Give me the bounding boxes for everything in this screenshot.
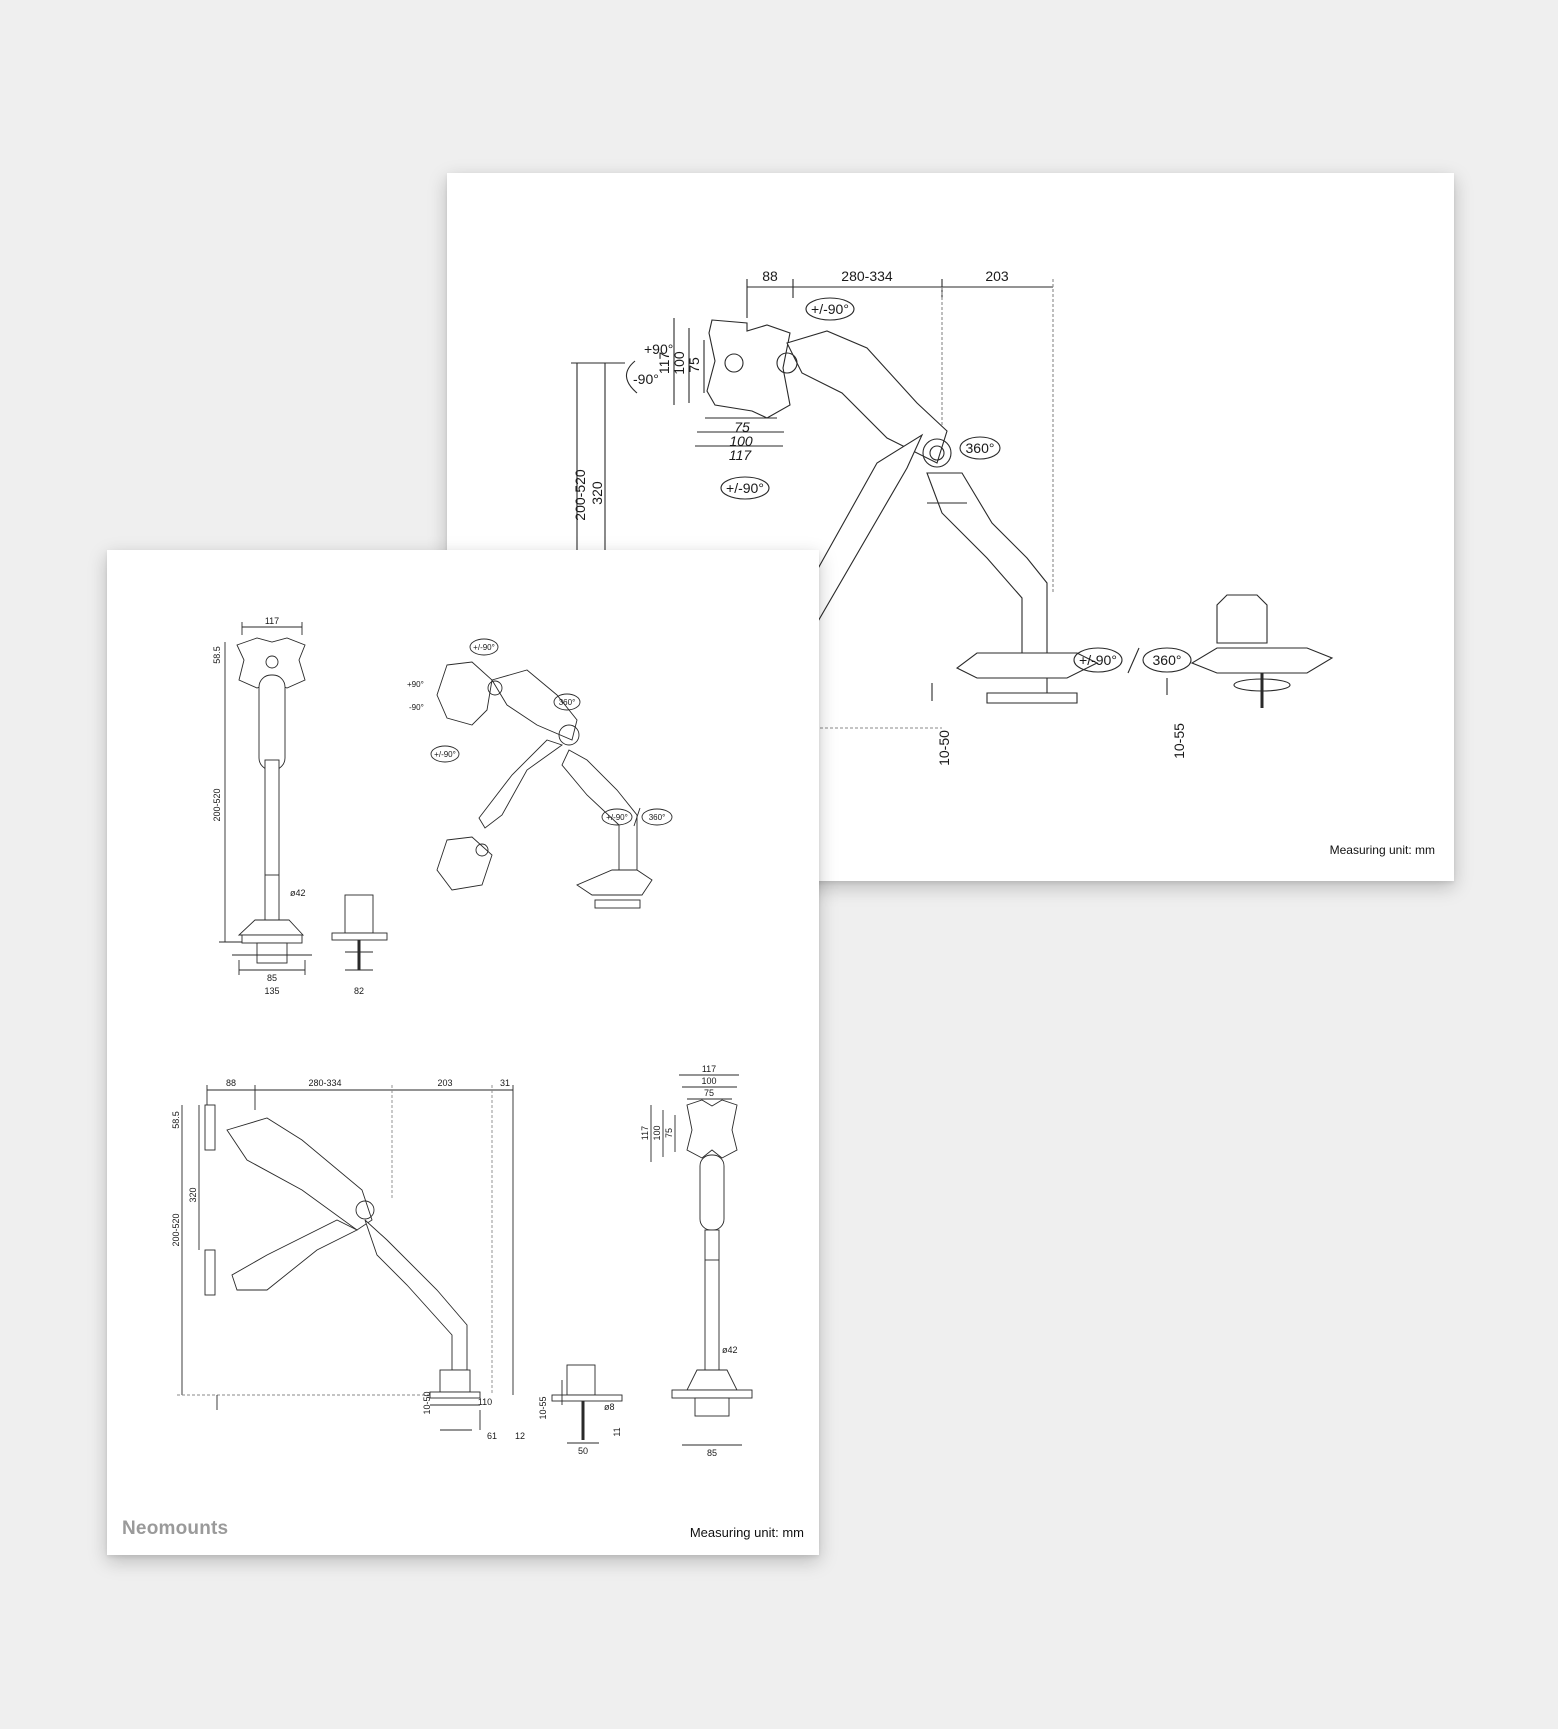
measuring-unit-note: Measuring unit: mm bbox=[1329, 843, 1435, 857]
iso-elbow-label: 360° bbox=[559, 698, 576, 707]
dim-117-horizontal: 117 bbox=[729, 447, 753, 463]
dim-10-55: 10-55 bbox=[1171, 723, 1187, 759]
dim-280-334: 280-334 bbox=[841, 268, 893, 284]
dim-88: 88 bbox=[762, 268, 778, 284]
elev-dim-203: 203 bbox=[437, 1078, 452, 1088]
base-swivel-indicator bbox=[1073, 647, 1123, 673]
vesa-plate bbox=[706, 319, 791, 419]
elev-dim-10-55: 10-55 bbox=[538, 1396, 548, 1419]
elev-dim-31: 31 bbox=[500, 1078, 510, 1088]
front-width-100: 100 bbox=[701, 1076, 716, 1086]
grommet-base bbox=[1190, 647, 1334, 674]
dim-200-520: 200-520 bbox=[572, 469, 588, 521]
elbow-rotate-label: 360° bbox=[966, 440, 995, 456]
side-width-82: 82 bbox=[354, 986, 364, 996]
dim-117-vertical: 117 bbox=[656, 352, 672, 375]
front-height-75: 75 bbox=[664, 1128, 674, 1138]
elev-dim-58-5: 58.5 bbox=[171, 1111, 181, 1129]
desk-clamp-base bbox=[955, 652, 1099, 679]
iso-view bbox=[430, 638, 673, 909]
dim-320: 320 bbox=[589, 481, 605, 505]
elevation-view bbox=[177, 1085, 623, 1444]
side-height-58-5: 58.5 bbox=[212, 646, 222, 664]
swivel-bottom-label: +/-90° bbox=[726, 480, 764, 496]
elev-dim-12: 12 bbox=[515, 1431, 525, 1441]
elev-dim-280-334: 280-334 bbox=[308, 1078, 341, 1088]
elev-dim-10-50: 10-50 bbox=[422, 1391, 432, 1414]
elev-dim-88: 88 bbox=[226, 1078, 236, 1088]
swivel-bottom-indicator bbox=[720, 476, 770, 500]
iso-base-rotate-label: 360° bbox=[649, 813, 666, 822]
measuring-unit-note: Measuring unit: mm bbox=[689, 1525, 804, 1540]
front-width-117: 117 bbox=[702, 1064, 716, 1074]
swivel-top-indicator bbox=[805, 297, 855, 321]
swivel-top-label: +/-90° bbox=[811, 301, 849, 317]
tilt-up-label: +90° bbox=[644, 341, 673, 357]
front-diameter-42: ø42 bbox=[722, 1345, 738, 1355]
front-drawing-sheet: 117 58.5 200-520 ø42 85 135 82 +/-90° +9… bbox=[107, 550, 819, 1555]
grommet-pole bbox=[1216, 594, 1268, 644]
side-width-117: 117 bbox=[265, 616, 279, 626]
dim-10-50: 10-50 bbox=[936, 730, 952, 766]
elev-dim-11: 11 bbox=[612, 1427, 622, 1436]
iso-swivel-low-label: +/-90° bbox=[434, 750, 456, 759]
iso-tilt-up-label: +90° bbox=[407, 680, 424, 689]
dim-203: 203 bbox=[985, 268, 1009, 284]
dim-100-horizontal: 100 bbox=[729, 433, 753, 449]
elev-dim-110: 110 bbox=[478, 1397, 492, 1407]
elev-dim-50: 50 bbox=[578, 1446, 588, 1456]
dim-75-horizontal: 75 bbox=[734, 419, 750, 435]
dim-100-vertical: 100 bbox=[671, 351, 687, 375]
side-height-200-520: 200-520 bbox=[212, 788, 222, 821]
dim-75-vertical: 75 bbox=[686, 357, 702, 373]
base-rotate-label: 360° bbox=[1153, 652, 1182, 668]
pole-curve bbox=[926, 472, 1048, 654]
side-view bbox=[219, 622, 388, 975]
front-width-75: 75 bbox=[704, 1088, 714, 1098]
side-width-135: 135 bbox=[264, 986, 279, 996]
side-diameter-42: ø42 bbox=[290, 888, 306, 898]
elev-dim-200-520: 200-520 bbox=[171, 1213, 181, 1246]
front-height-100: 100 bbox=[652, 1125, 662, 1140]
monitor-arm-technical-drawing: 117 58.5 200-520 ø42 85 135 82 +/-90° +9… bbox=[171, 616, 753, 1458]
iso-base-swivel-label: +/-90° bbox=[606, 813, 628, 822]
upper-arm bbox=[786, 330, 948, 464]
neomounts-logo: Neomounts bbox=[122, 1518, 229, 1539]
elbow-rotate-indicator bbox=[959, 436, 1001, 460]
iso-swivel-label: +/-90° bbox=[473, 643, 495, 652]
iso-tilt-down-label: -90° bbox=[409, 703, 424, 712]
side-width-85: 85 bbox=[267, 973, 277, 983]
base-swivel-label: +/-90° bbox=[1079, 652, 1117, 668]
elev-dim-61: 61 bbox=[487, 1431, 497, 1441]
front-view bbox=[650, 1074, 753, 1446]
front-height-117: 117 bbox=[640, 1126, 650, 1140]
elev-dim-8: ø8 bbox=[604, 1402, 615, 1412]
base-rotate-indicator bbox=[1142, 647, 1192, 673]
front-width-85: 85 bbox=[707, 1448, 717, 1458]
tilt-down-label: -90° bbox=[633, 371, 659, 387]
elev-dim-320: 320 bbox=[188, 1187, 198, 1202]
